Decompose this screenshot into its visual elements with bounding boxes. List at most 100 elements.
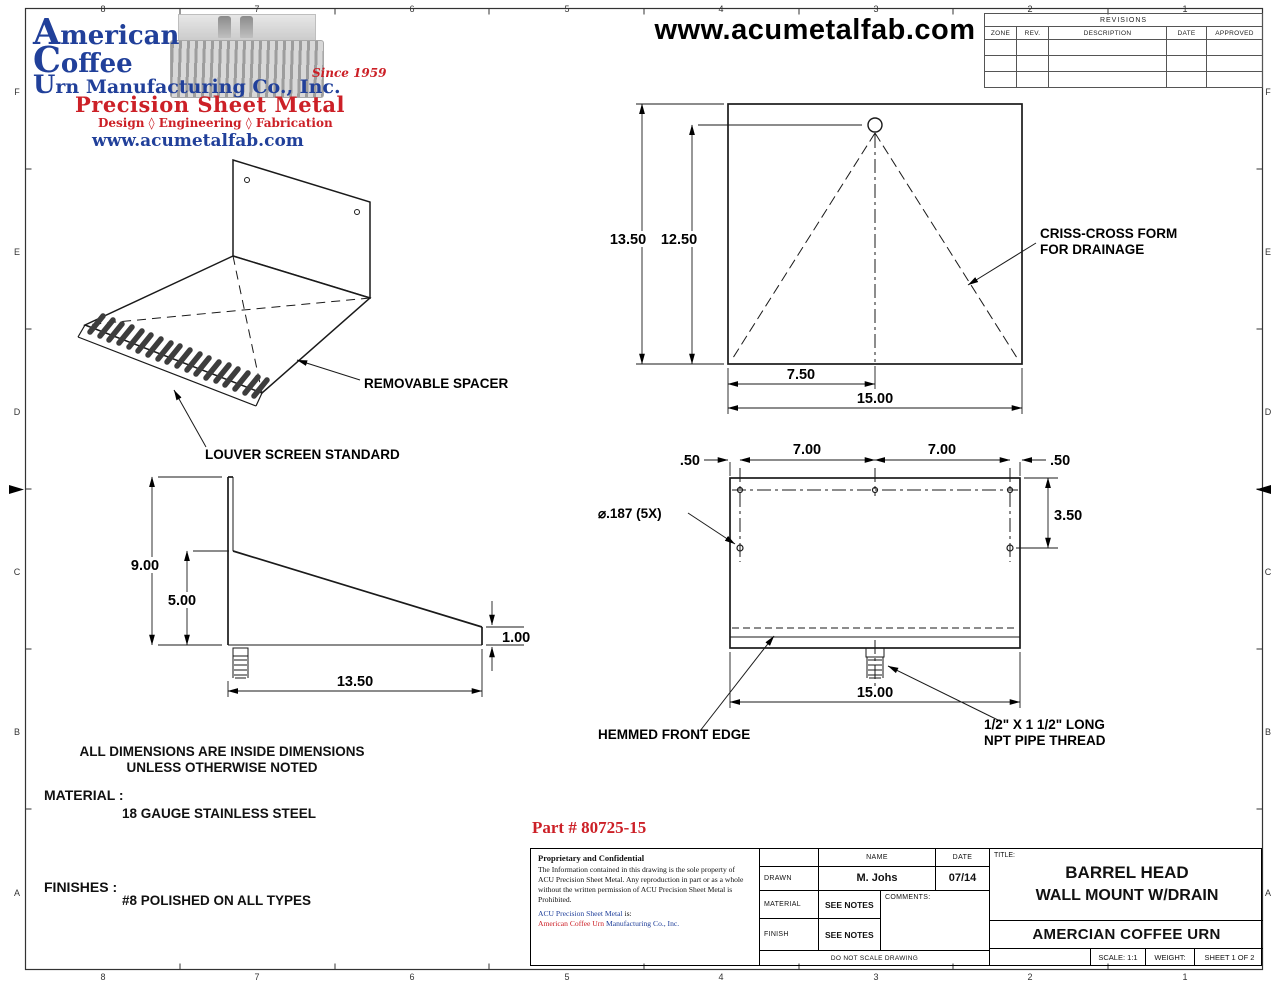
product-photo [170, 14, 324, 98]
dim-text: 12.50 [661, 232, 697, 248]
top-view: .50 7.00 7.00 .50 3.50 15.00 ⌀.187 (5X) … [598, 442, 1106, 748]
zone-label: 2 [1027, 972, 1032, 982]
hole-callout-label: ⌀.187 (5X) [598, 506, 662, 521]
do-not-scale-note: DO NOT SCALE DRAWING [830, 955, 919, 962]
logo-word-urn-mfg: Urn Manufacturing Co., Inc. [33, 70, 341, 100]
dim-text: 13.50 [337, 674, 373, 690]
dim-text: 7.00 [793, 442, 821, 458]
drawn-label: DRAWN [760, 867, 819, 891]
zone-label: 3 [873, 972, 878, 982]
dim-front-inner [689, 124, 862, 365]
title-label: TITLE: [994, 852, 1016, 859]
isometric-view: REMOVABLE SPACER LOUVER SCREEN STANDARD [77, 158, 509, 462]
front-outline [727, 103, 1023, 365]
criss-cross-label: FOR DRAINAGE [1040, 242, 1144, 257]
zone-label: C [14, 567, 21, 577]
zone-label: 7 [254, 972, 259, 982]
dim-top-flange [1016, 477, 1058, 549]
website-header: www.acumetalfab.com [654, 14, 976, 46]
top-outline [729, 477, 1021, 649]
dim-side-front [486, 601, 524, 671]
proprietary-body: The Information contained in this drawin… [538, 865, 744, 904]
drawing-title-line2: WALL MOUNT W/DRAIN [1035, 887, 1219, 904]
logo-website: www.acumetalfab.com [92, 131, 304, 151]
criss-cross-leader [967, 242, 1037, 286]
revisions-table: REVISIONS ZONE REV. DESCRIPTION DATE APP… [984, 13, 1263, 88]
hanging-hole [867, 117, 883, 133]
zone-label: E [14, 247, 20, 257]
hemmed-edge-label: HEMMED FRONT EDGE [598, 727, 750, 742]
mounting-hole [244, 177, 250, 183]
logo-word-american: American [33, 12, 180, 53]
louver-screen-label: LOUVER SCREEN STANDARD [205, 447, 400, 462]
photo-tray-grill [170, 40, 324, 98]
dim-text: 15.00 [857, 685, 893, 701]
dim-text: 5.00 [168, 593, 196, 609]
proprietary-acu-line: ACU Precision Sheet Metal is: [538, 909, 752, 918]
iso-leaders [173, 359, 361, 448]
zone-label: D [14, 407, 21, 417]
center-mark-right [1256, 485, 1271, 494]
weight-cell: WEIGHT: [1145, 949, 1194, 965]
company-logo: American Coffee Urn Manufacturing Co., I… [30, 12, 390, 162]
date-column-header: DATE [936, 849, 989, 867]
npt-thread-label: 1/2" X 1 1/2" LONG [984, 717, 1105, 732]
mounting-holes [736, 486, 1014, 552]
revisions-title: REVISIONS [984, 13, 1263, 27]
finishes-label: FINISHES : [44, 879, 118, 895]
finishes-value: #8 POLISHED ON ALL TYPES [122, 893, 312, 908]
front-view: 13.50 12.50 7.50 15.00 CRISS-CROSS FORM … [604, 103, 1177, 414]
zone-label: A [14, 888, 20, 898]
zone-label: 1 [1182, 972, 1187, 982]
dim-side-depth [227, 649, 483, 697]
mounting-hole [354, 209, 360, 215]
zone-label: 4 [718, 972, 723, 982]
dim-text: .50 [1050, 453, 1070, 469]
material-row-value: SEE NOTES [819, 891, 881, 919]
zone-label: A [1265, 888, 1271, 898]
title-cell: TITLE: BARREL HEAD WALL MOUNT W/DRAIN [990, 849, 1263, 921]
acu-company: American Coffee Urn [538, 919, 605, 929]
acu-name-rest: is: [622, 909, 632, 919]
dim-text: .50 [680, 453, 700, 469]
zone-label: 7 [254, 4, 259, 14]
dim-text: 9.00 [131, 558, 159, 574]
dim-top-width [729, 652, 1021, 708]
zone-label: B [1265, 727, 1271, 737]
drawn-date: 07/14 [936, 867, 989, 891]
rev-col-date: DATE [1166, 26, 1207, 40]
criss-cross-label: CRISS-CROSS FORM [1040, 226, 1177, 241]
material-row-label: MATERIAL [760, 891, 819, 919]
zone-label: 5 [564, 972, 569, 982]
zone-label: 6 [409, 4, 414, 14]
zone-label: 8 [100, 4, 105, 14]
zone-label: D [1265, 407, 1272, 417]
drawing-title-line1: BARREL HEAD [1065, 863, 1189, 882]
top-drain-fitting [865, 647, 885, 679]
rev-col-zone: ZONE [984, 26, 1017, 40]
logo-subtagline: Design ◊ Engineering ◊ Fabrication [98, 116, 333, 130]
side-drain-fitting [232, 647, 249, 679]
zone-label: F [1265, 87, 1271, 97]
dim-text: 7.50 [787, 367, 815, 383]
finish-row-label: FINISH [760, 919, 819, 951]
zone-label: C [1265, 567, 1272, 577]
dim-text: 15.00 [857, 391, 893, 407]
zone-label: F [14, 87, 20, 97]
dim-text: 1.00 [502, 630, 530, 646]
zone-label: 3 [873, 4, 878, 14]
zone-label: B [14, 727, 20, 737]
logo-word-coffee: Coffee [33, 40, 133, 81]
proprietary-note: Proprietary and Confidential The Informa… [531, 849, 760, 965]
zone-label: 6 [409, 972, 414, 982]
dim-front-half [727, 366, 876, 389]
sheet-cell: SHEET 1 OF 2 [1194, 949, 1263, 965]
zone-label: 4 [718, 4, 723, 14]
proprietary-heading: Proprietary and Confidential [538, 853, 645, 863]
dim-text: 7.00 [928, 442, 956, 458]
side-outline [227, 476, 483, 646]
rev-empty-row [984, 39, 1263, 56]
logo-tagline: Precision Sheet Metal [75, 92, 345, 117]
dim-top-row [704, 457, 1046, 476]
rev-col-rev: REV. [1016, 26, 1049, 40]
